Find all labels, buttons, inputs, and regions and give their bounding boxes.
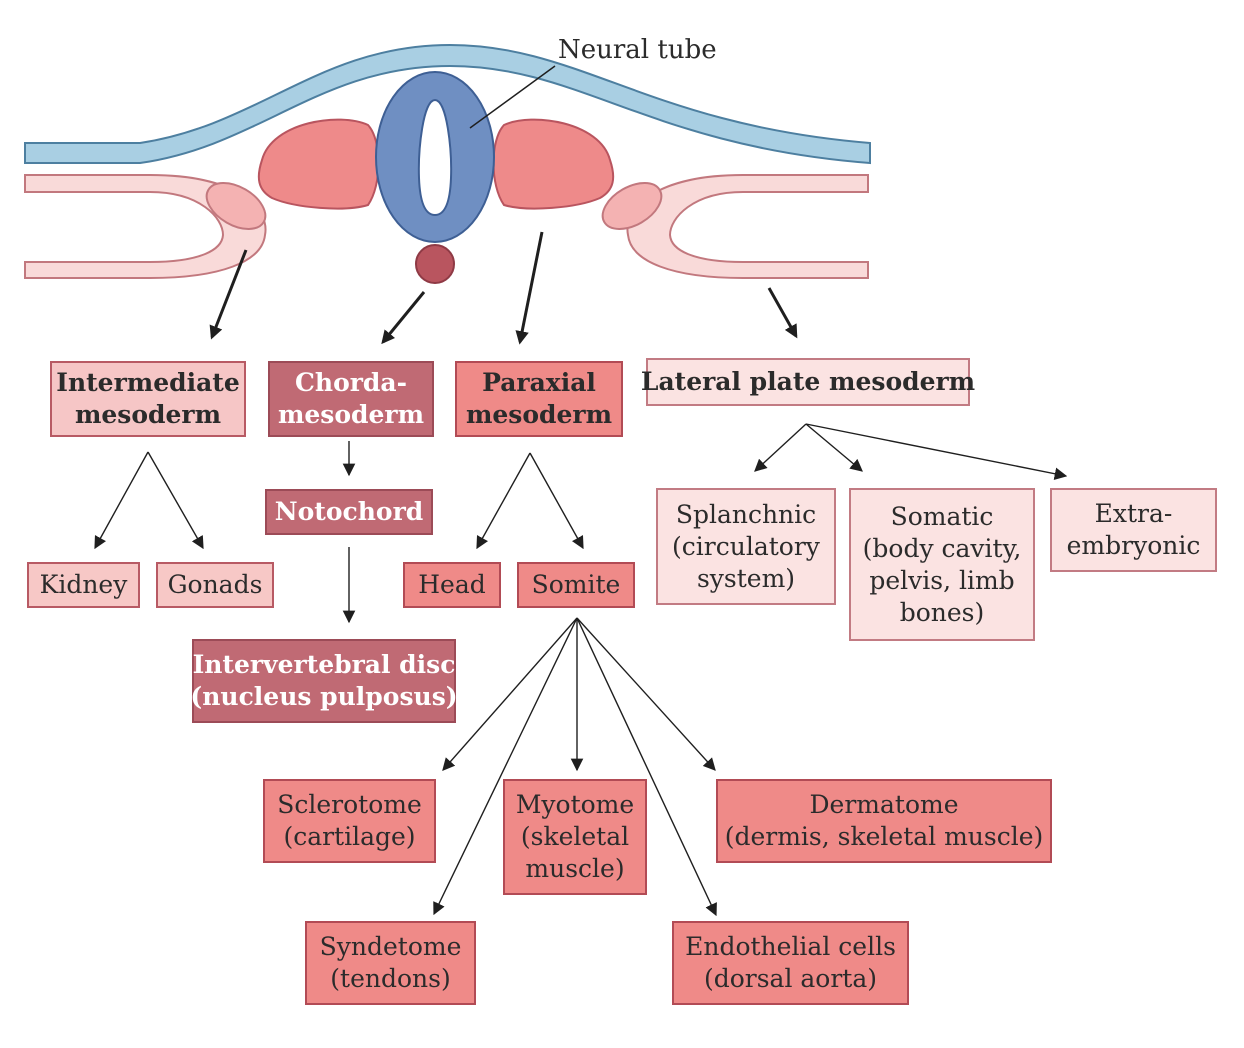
head-line-1: Head <box>418 570 486 599</box>
somite-left <box>257 118 380 210</box>
disc-line-1: Intervertebral disc <box>192 650 456 679</box>
somite-box: Somite <box>517 562 635 608</box>
intermediate-mesoderm-right <box>601 182 663 230</box>
myotome-box: Myotome (skeletal muscle) <box>503 779 647 895</box>
extra-line-1: Extra- <box>1094 499 1173 528</box>
splanchnic-box: Splanchnic (circulatory system) <box>656 488 836 605</box>
arrow-to-endothelial <box>576 617 717 917</box>
sclerotome-line-2: (cartilage) <box>283 822 416 851</box>
arrow-to-head <box>476 452 531 550</box>
head-box: Head <box>403 562 501 608</box>
extra-line-2: embryonic <box>1066 531 1201 560</box>
arrow-to-paraxial <box>515 231 544 345</box>
myotome-line-1: Myotome <box>515 790 635 819</box>
arrow-to-dermatome <box>576 617 716 771</box>
chorda-line-2: mesoderm <box>277 400 425 429</box>
arrow-to-intermediate <box>209 249 248 340</box>
somite-right <box>492 118 615 210</box>
somite-line-1: Somite <box>531 570 621 599</box>
lateral-plate-right <box>626 174 869 279</box>
notochord-box: Notochord <box>265 489 433 535</box>
neural-canal <box>417 98 453 217</box>
paraxial-mesoderm-box: Paraxial mesoderm <box>455 361 623 437</box>
somatic-box: Somatic (body cavity, pelvis, limb bones… <box>849 488 1035 641</box>
dermatome-box: Dermatome (dermis, skeletal muscle) <box>716 779 1052 863</box>
gonads-box: Gonads <box>156 562 274 608</box>
endothelial-line-2: (dorsal aorta) <box>703 964 878 993</box>
neural-tube-leader <box>469 65 556 129</box>
paraxial-line-1: Paraxial <box>482 368 596 397</box>
somatic-line-3: pelvis, limb <box>869 565 1015 595</box>
arrow-to-somatic <box>805 423 863 472</box>
arrow-to-syndetome <box>433 617 578 916</box>
myotome-line-3: muscle) <box>525 854 625 883</box>
extraembryonic-box: Extra- embryonic <box>1050 488 1217 572</box>
gonads-line-1: Gonads <box>167 570 263 599</box>
notochord-disc <box>415 244 455 284</box>
disc-line-2: (nucleus pulposus) <box>190 682 458 711</box>
syndetome-box: Syndetome (tendons) <box>305 921 476 1005</box>
somatic-line-4: bones) <box>899 597 985 627</box>
lateral-plate-mesoderm-box: Lateral plate mesoderm <box>641 358 975 406</box>
splanchnic-line-2: (circulatory <box>672 531 820 561</box>
syndetome-line-1: Syndetome <box>319 932 462 961</box>
dermatome-line-1: Dermatome <box>809 790 959 819</box>
chorda-line-1: Chorda- <box>295 368 407 397</box>
somatic-line-1: Somatic <box>890 501 994 531</box>
lateral-line-1: Lateral plate mesoderm <box>640 367 976 396</box>
syndetome-line-2: (tendons) <box>330 964 451 993</box>
intermediate-line-2: mesoderm <box>74 400 222 429</box>
arrow-to-extraembryonic <box>805 423 1068 480</box>
arrow-to-somite <box>529 452 584 550</box>
sclerotome-box: Sclerotome (cartilage) <box>263 779 436 863</box>
ectoderm-layer <box>24 43 871 165</box>
arrow-to-splanchnic <box>754 423 807 472</box>
arrow-to-lateral <box>767 287 798 339</box>
splanchnic-line-3: system) <box>696 563 796 593</box>
kidney-box: Kidney <box>27 562 140 608</box>
somatic-line-2: (body cavity, <box>862 533 1022 563</box>
dermatome-line-2: (dermis, skeletal muscle) <box>724 822 1044 851</box>
arrow-to-kidney <box>94 451 149 550</box>
endothelial-cells-box: Endothelial cells (dorsal aorta) <box>672 921 909 1005</box>
arrow-to-sclerotome <box>442 617 578 771</box>
neural-tube-label: Neural tube <box>558 35 717 65</box>
intermediate-mesoderm-box: Intermediate mesoderm <box>50 361 246 437</box>
endothelial-line-1: Endothelial cells <box>685 932 896 961</box>
intermediate-line-1: Intermediate <box>56 368 240 397</box>
chordamesoderm-box: Chorda- mesoderm <box>268 361 434 437</box>
arrow-to-gonads <box>147 451 204 550</box>
paraxial-line-2: mesoderm <box>465 400 613 429</box>
notochord-line-1: Notochord <box>274 497 424 526</box>
sclerotome-line-1: Sclerotome <box>277 790 422 819</box>
splanchnic-line-1: Splanchnic <box>675 499 817 529</box>
myotome-line-2: (skeletal <box>520 822 630 851</box>
kidney-line-1: Kidney <box>39 570 128 599</box>
intervertebral-disc-box: Intervertebral disc (nucleus pulposus) <box>190 639 458 723</box>
intermediate-mesoderm-left <box>205 182 267 230</box>
arrow-to-chorda <box>381 291 426 345</box>
